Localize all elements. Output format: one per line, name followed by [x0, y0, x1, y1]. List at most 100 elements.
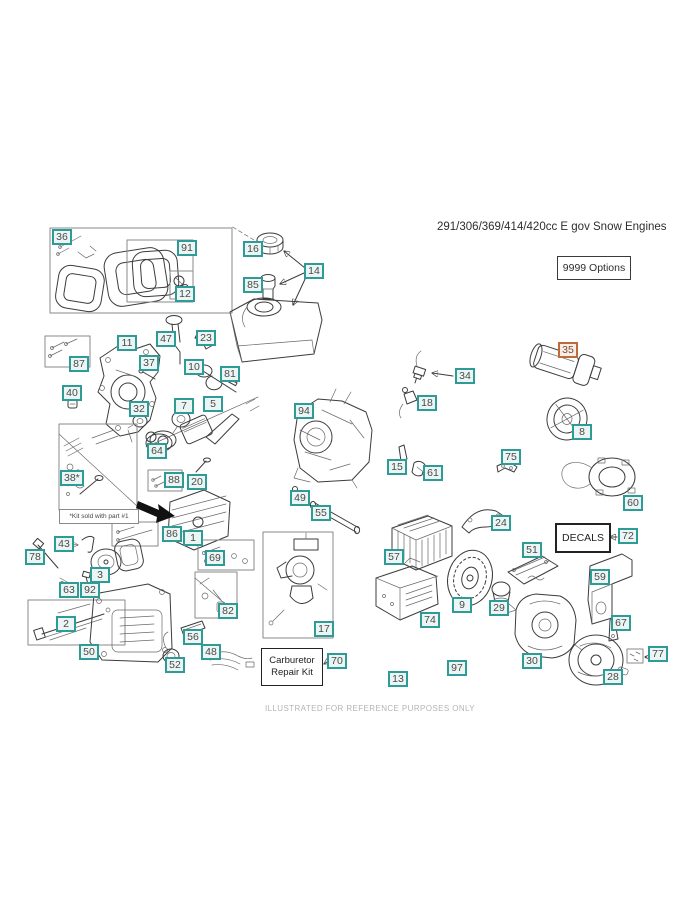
part-label-86[interactable]: 86 — [162, 526, 182, 542]
part-label-94[interactable]: 94 — [294, 403, 314, 419]
blower-housing-drawing — [506, 593, 583, 665]
stator-drawing — [561, 457, 636, 497]
carburetor-repair-kit-box[interactable]: Carburetor Repair Kit — [261, 648, 323, 686]
part-label-32[interactable]: 32 — [129, 401, 149, 417]
kit-note: *Kit sold with part #1 — [59, 509, 139, 524]
part-label-63[interactable]: 63 — [59, 582, 79, 598]
part-label-91[interactable]: 91 — [177, 240, 197, 256]
part-label-11[interactable]: 11 — [117, 335, 137, 351]
options-box-label: 9999 Options — [562, 262, 626, 274]
part-label-85[interactable]: 85 — [243, 277, 263, 293]
part-label-13[interactable]: 13 — [388, 671, 408, 687]
part-label-55[interactable]: 55 — [311, 505, 331, 521]
part-label-47[interactable]: 47 — [156, 331, 176, 347]
crankcase-cover-drawing — [97, 343, 161, 443]
engine-block-drawing — [293, 388, 373, 489]
cover-gasket-drawing — [114, 538, 144, 572]
carburetor-repair-kit-line1: Carburetor — [269, 655, 315, 666]
fuel-filter-drawing — [260, 274, 276, 300]
page-title: 291/306/369/414/420cc E gov Snow Engines — [437, 221, 667, 233]
part-label-67[interactable]: 67 — [611, 615, 631, 631]
part-label-87[interactable]: 87 — [69, 356, 89, 372]
part-label-14[interactable]: 14 — [304, 263, 324, 279]
part-label-29[interactable]: 29 — [489, 600, 509, 616]
part-label-57[interactable]: 57 — [384, 549, 404, 565]
valve-20-drawing — [195, 457, 211, 473]
plate-51-drawing — [507, 555, 559, 585]
part-label-23[interactable]: 23 — [196, 330, 216, 346]
part-label-49[interactable]: 49 — [290, 490, 310, 506]
part-label-77[interactable]: 77 — [648, 646, 668, 662]
decals-box[interactable]: DECALS — [555, 523, 611, 553]
part-label-59[interactable]: 59 — [590, 569, 610, 585]
heat-shield-drawing — [587, 553, 633, 625]
part-label-81[interactable]: 81 — [220, 366, 240, 382]
air-cleaner-cover-drawing — [89, 583, 173, 663]
plug-40-drawing — [67, 399, 78, 409]
part-label-60[interactable]: 60 — [623, 495, 643, 511]
part-label-2[interactable]: 2 — [56, 616, 76, 632]
part-label-37[interactable]: 37 — [139, 355, 159, 371]
muffler-drawing — [375, 557, 439, 621]
part-label-12[interactable]: 12 — [175, 286, 195, 302]
head-gasket-box-drawing — [126, 239, 194, 303]
part-label-52[interactable]: 52 — [165, 657, 185, 673]
part-label-8[interactable]: 8 — [572, 424, 592, 440]
part-label-43[interactable]: 43 — [54, 536, 74, 552]
part-label-48[interactable]: 48 — [201, 644, 221, 660]
part-label-28[interactable]: 28 — [603, 669, 623, 685]
starter-pulley-drawing — [546, 397, 588, 441]
part-label-82[interactable]: 82 — [218, 603, 238, 619]
part-label-9[interactable]: 9 — [452, 597, 472, 613]
kit-pointer-arrow — [136, 501, 175, 523]
part-label-1[interactable]: 1 — [183, 530, 203, 546]
carb-kit-arrow — [324, 662, 327, 664]
part-label-34[interactable]: 34 — [455, 368, 475, 384]
part-label-17[interactable]: 17 — [314, 621, 334, 637]
callout-14-leaders — [230, 225, 307, 305]
dipstick-drawing — [165, 315, 183, 365]
part-label-7[interactable]: 7 — [174, 398, 194, 414]
part-label-56[interactable]: 56 — [183, 629, 203, 645]
piston-rod-assembly-drawing — [145, 396, 260, 453]
part-label-75[interactable]: 75 — [501, 449, 521, 465]
part-label-38[interactable]: 38* — [60, 470, 84, 486]
part-label-92[interactable]: 92 — [80, 582, 100, 598]
part-label-5[interactable]: 5 — [203, 396, 223, 412]
bolt-box-2-drawing — [27, 599, 126, 646]
valve-kit-box-drawing — [58, 423, 138, 511]
part-label-18[interactable]: 18 — [417, 395, 437, 411]
footer-disclaimer: ILLUSTRATED FOR REFERENCE PURPOSES ONLY — [264, 704, 475, 713]
part-label-64[interactable]: 64 — [147, 443, 167, 459]
part-label-51[interactable]: 51 — [522, 542, 542, 558]
part-label-3[interactable]: 3 — [90, 567, 110, 583]
part-label-72[interactable]: 72 — [618, 528, 638, 544]
part-label-24[interactable]: 24 — [491, 515, 511, 531]
part-label-88[interactable]: 88 — [164, 472, 184, 488]
part-label-10[interactable]: 10 — [184, 359, 204, 375]
part-label-50[interactable]: 50 — [79, 644, 99, 660]
choke-knob-drawing — [411, 460, 426, 477]
part-label-16[interactable]: 16 — [243, 241, 263, 257]
screw-kit-77-drawing — [626, 648, 647, 664]
decals-box-label: DECALS — [561, 532, 604, 544]
part-label-74[interactable]: 74 — [420, 612, 440, 628]
part-label-15[interactable]: 15 — [387, 459, 407, 475]
bolt-78-drawing — [32, 537, 59, 569]
part-label-61[interactable]: 61 — [423, 465, 443, 481]
part-label-20[interactable]: 20 — [187, 474, 207, 490]
part-label-69[interactable]: 69 — [205, 550, 225, 566]
fastener-box-87-drawing — [44, 335, 91, 368]
spark-plug-boot-drawing — [399, 387, 418, 419]
part-label-78[interactable]: 78 — [25, 549, 45, 565]
part-label-30[interactable]: 30 — [522, 653, 542, 669]
part-label-70[interactable]: 70 — [327, 653, 347, 669]
part-label-40[interactable]: 40 — [62, 385, 82, 401]
part-label-35[interactable]: 35 — [558, 342, 578, 358]
options-box[interactable]: 9999 Options — [557, 256, 631, 280]
part-label-36[interactable]: 36 — [52, 229, 72, 245]
recoil-starter-drawing — [568, 634, 629, 686]
part-label-97[interactable]: 97 — [447, 660, 467, 676]
carburetor-repair-kit-line2: Repair Kit — [271, 667, 313, 678]
